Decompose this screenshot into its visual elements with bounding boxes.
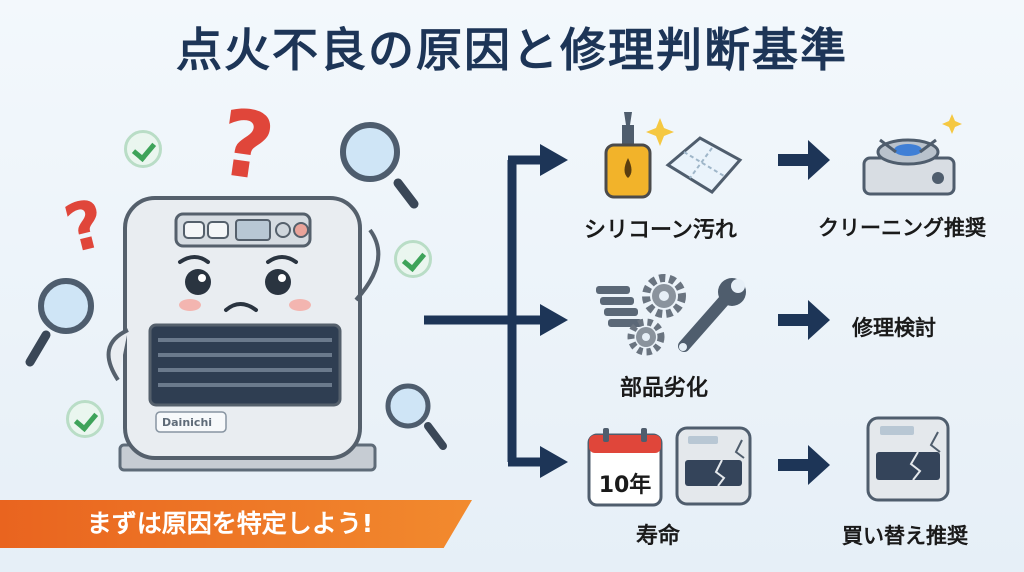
page-title: 点火不良の原因と修理判断基準 xyxy=(176,23,848,77)
cloth-icon xyxy=(665,136,743,194)
gear-icon xyxy=(627,318,665,356)
cause-label-part-deterioration: 部品劣化 xyxy=(620,376,709,401)
check-mark-icon xyxy=(66,400,104,438)
banner-message: まずは原因を特定しよう! xyxy=(86,509,374,538)
wrench-icon xyxy=(678,278,746,352)
magnifier-icon xyxy=(385,383,447,450)
cause-label-silicone: シリコーン汚れ xyxy=(584,218,737,243)
branch-connector xyxy=(424,155,544,467)
calendar-icon: 10年 xyxy=(587,428,663,507)
magnifier-icon xyxy=(25,278,94,367)
result-arrow xyxy=(778,445,830,485)
oil-bottle-icon xyxy=(604,112,652,199)
spring-icon xyxy=(596,286,642,327)
magnifier-icon xyxy=(340,122,419,209)
old-heater-icon xyxy=(866,416,950,502)
result-arrow xyxy=(778,140,830,180)
gas-stove-icon xyxy=(862,138,956,196)
check-mark-icon xyxy=(394,240,432,278)
calendar-label: 10年 xyxy=(599,472,652,498)
action-label-repair: 修理検討 xyxy=(852,316,936,340)
heater-brand-label: Dainichi xyxy=(162,416,212,429)
check-mark-icon xyxy=(124,130,162,168)
heater-illustration: Dainichi xyxy=(106,196,381,472)
cause-label-lifespan: 寿命 xyxy=(636,524,681,549)
banner-background xyxy=(0,500,472,548)
action-label-cleaning: クリーニング推奨 xyxy=(818,216,986,240)
sparkle-icon xyxy=(646,114,962,146)
old-heater-icon xyxy=(675,426,752,506)
result-arrow xyxy=(778,300,830,340)
action-label-replacement: 買い替え推奨 xyxy=(842,524,968,548)
gear-icon xyxy=(642,274,686,318)
branch-arrowheads xyxy=(540,144,568,478)
